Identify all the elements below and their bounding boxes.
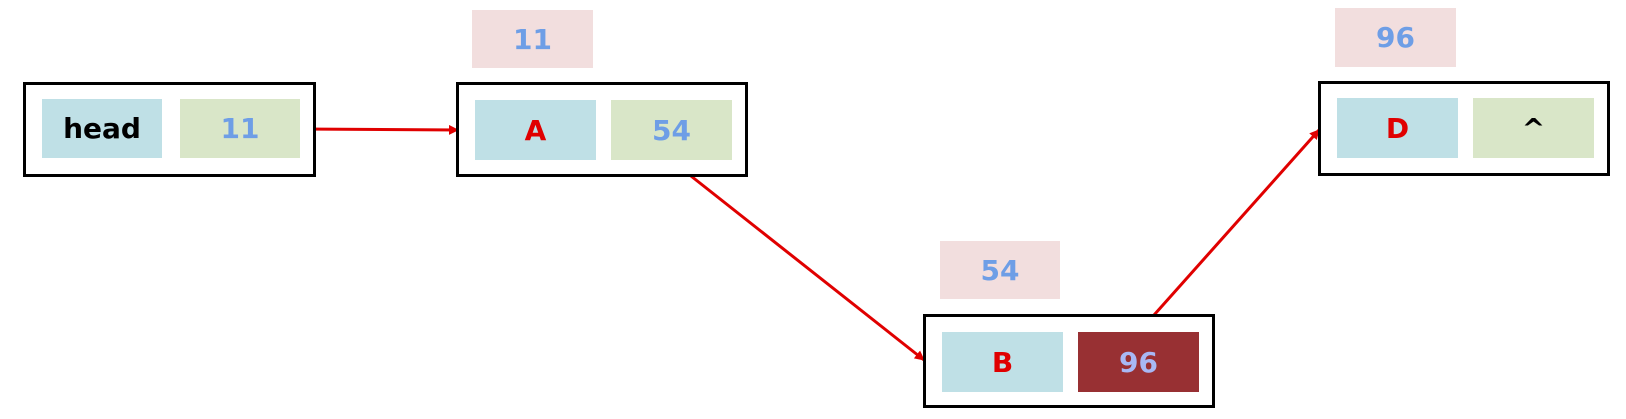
link-head-to-a — [299, 124, 459, 135]
head-label: head — [42, 99, 162, 158]
link-b-to-d — [1136, 129, 1321, 334]
node-b-next: 96 — [1078, 332, 1199, 392]
node-d-address: 96 — [1335, 8, 1456, 67]
head-node: head 11 — [23, 82, 316, 177]
link-a-to-b — [671, 159, 925, 362]
head-pointer: 11 — [180, 99, 300, 158]
node-a-data: A — [475, 100, 596, 160]
node-b-address: 54 — [940, 241, 1060, 299]
node-d-next-null: ^ — [1473, 98, 1594, 158]
node-a-next: 54 — [611, 100, 732, 160]
node-d-data: D — [1337, 98, 1458, 158]
node-b-data: B — [942, 332, 1063, 392]
node-d: D ^ — [1318, 81, 1610, 176]
node-a-address: 11 — [472, 10, 593, 68]
node-a: A 54 — [456, 82, 748, 177]
node-b: B 96 — [923, 314, 1215, 408]
